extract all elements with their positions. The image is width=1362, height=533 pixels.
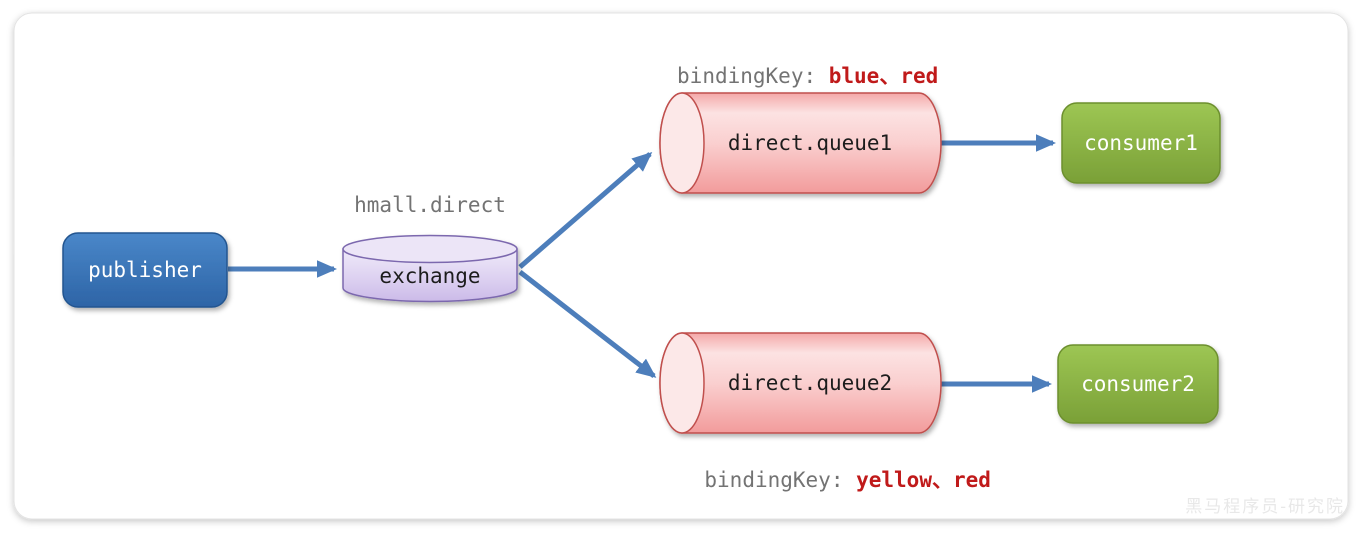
diagram-panel	[13, 12, 1349, 520]
consumer2-node: consumer2	[1057, 344, 1219, 424]
consumer1-label: consumer1	[1084, 131, 1198, 155]
queue2-label: direct.queue2	[728, 371, 892, 395]
exchange-label: exchange	[379, 264, 480, 288]
exchange-node: exchange	[342, 234, 518, 303]
publisher-box	[62, 232, 228, 308]
consumer1-box	[1061, 102, 1221, 184]
binding-key-label-bottom: bindingKey: yellow、red	[616, 468, 1054, 492]
binding-key-bottom-values: yellow、red	[856, 468, 991, 492]
binding-key-label-top: bindingKey: blue、red	[589, 64, 1002, 88]
consumer2-box	[1057, 344, 1219, 424]
arrow-exchange-to-queue2	[518, 270, 657, 378]
arrow-exchange-to-queue1	[518, 152, 653, 269]
queue1-node: direct.queue1	[659, 92, 942, 194]
publisher-label: publisher	[88, 258, 202, 282]
publisher-node: publisher	[62, 232, 228, 308]
consumer1-node: consumer1	[1061, 102, 1221, 184]
queue2-node: direct.queue2	[659, 332, 942, 434]
exchange-name-label: hmall.direct	[354, 193, 506, 217]
binding-key-top-prefix: bindingKey:	[677, 64, 829, 88]
consumer2-label: consumer2	[1081, 372, 1195, 396]
watermark: 黑马程序员-研究院	[1185, 497, 1345, 517]
queue1-cylinder-cap	[659, 92, 705, 194]
exchange-cylinder-top	[342, 234, 518, 264]
binding-key-top-values: blue、red	[829, 64, 939, 88]
binding-key-bottom-prefix: bindingKey:	[704, 468, 856, 492]
exchange-cylinder-body	[342, 248, 518, 303]
queue1-label: direct.queue1	[728, 131, 892, 155]
queue2-cylinder-cap	[659, 332, 705, 434]
arrows	[228, 134, 1056, 393]
